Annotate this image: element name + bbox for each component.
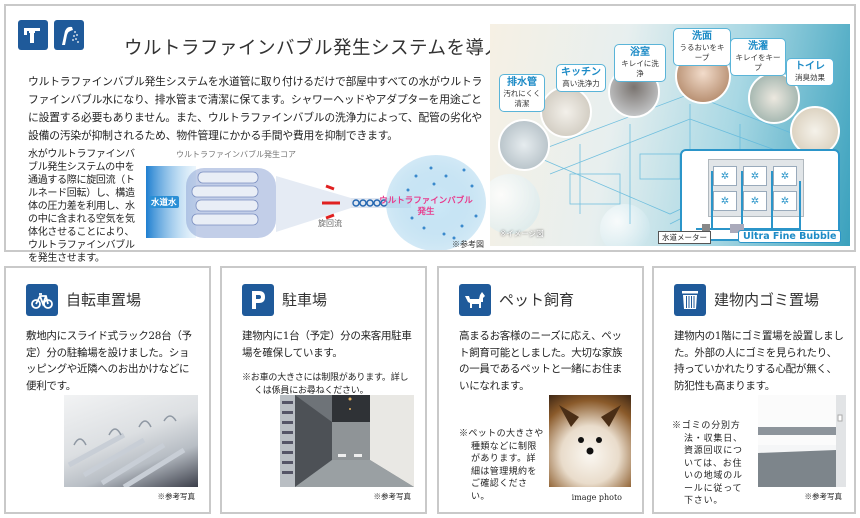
ultra-fine-bubble-tag: Ultra Fine Bubble (738, 230, 842, 243)
callout-toilet: トイレ 消臭効果 (786, 58, 834, 86)
card-body: 建物内に1台（予定）分の来客用駐車場を確保しています。 (242, 330, 412, 359)
card-title: 駐車場 (282, 291, 328, 309)
bicycle-parking-card: 自転車置場 敷地内にスライド式ラック28台（予定）分の駐輪場を設けました。ショッ… (4, 266, 211, 514)
card-note: ※ペットの大きさや種類などに制限があります。詳細は管理規約をご確認ください。 (459, 429, 544, 502)
card-title: 建物内ゴミ置場 (714, 291, 820, 309)
dog-icon (459, 284, 491, 316)
callout-washbasin: 洗面 うるおいをキープ (673, 28, 731, 66)
room-illustration: 排水管 汚れにくく 清潔 キッチン 高い洗浄力 浴室 キレイに洗浄 洗面 うるお… (490, 24, 850, 246)
parking-garage-photo (280, 395, 414, 487)
photo-caption: ※参考写真 (157, 492, 196, 501)
callout-kitchen: キッチン 高い洗浄力 (556, 64, 606, 92)
parking-card: 駐車場 建物内に1台（予定）分の来客用駐車場を確保しています。 ※お車の大きさに… (220, 266, 427, 514)
card-note: ※ゴミの分別方法・収集日、資源回収については、お住いの地域のルールに従って下さい… (672, 421, 743, 506)
card-note: ※お車の大きさには制限があります。詳しくは係員にお尋ねください。 (242, 373, 409, 396)
kitchen-photo (540, 86, 592, 138)
garbage-area-card: 建物内ゴミ置場 建物内の1階にゴミ置場を設置しました。外部の人にゴミを見られたり… (652, 266, 856, 514)
card-body: 敷地内にスライド式ラック28台（予定）分の駐輪場を設けました。ショッピングや近隣… (26, 330, 192, 392)
water-meter-label: 水道メーター (658, 231, 711, 244)
bubble-core-diagram: ウルトラファインバブル発生コア 水道水 旋回流 ウルトラファインバブル 発生 ※… (146, 146, 486, 250)
card-title: ペット飼育 (499, 291, 575, 309)
image-note: ※イメージ図 (500, 229, 544, 238)
faucet-icon (18, 20, 48, 50)
photo-caption: ※参考写真 (804, 492, 843, 501)
card-title: 自転車置場 (66, 291, 142, 309)
card-body: 建物内の1階にゴミ置場を設置しました。外部の人にゴミを見られたり、持っていかれた… (674, 330, 844, 392)
card-body: 高まるお客様のニーズに応え、ペット飼育可能としました。大切な家族の一員であるペッ… (459, 330, 623, 392)
mechanism-paragraph: 水がウルトラファインバブル発生システムの中を通過する際に旋回流（トルネード回転）… (28, 149, 135, 264)
parking-icon (242, 284, 274, 316)
drain-pipe-photo (498, 119, 550, 171)
garbage-room-photo (758, 395, 846, 487)
photo-caption: ※参考写真 (373, 492, 412, 501)
reference-note: ※参考図 (452, 240, 484, 249)
shower-icon (54, 20, 84, 50)
callout-bathroom: 浴室 キレイに洗浄 (614, 44, 666, 82)
section-title: ウルトラファインバブル発生システムを導入 (124, 38, 504, 59)
swirl-flow-label: 旋回流 (318, 219, 342, 228)
callout-drain-pipe: 排水管 汚れにくく 清潔 (499, 74, 545, 112)
callout-laundry: 洗濯 キレイをキープ (730, 38, 786, 76)
bubble-output-label: ウルトラファインバブル 発生 (379, 196, 473, 217)
photo-caption: image photo (571, 493, 622, 502)
trash-can-icon (674, 284, 706, 316)
bicycle-icon (26, 284, 58, 316)
dog-photo (549, 395, 631, 487)
intro-paragraph: ウルトラファインバブル発生システムを水道管に取り付けるだけで部屋中すべての水がウ… (28, 75, 483, 142)
ultra-fine-bubble-panel: ウルトラファインバブル発生システムを導入 ウルトラファインバブル発生システムを水… (4, 4, 856, 264)
tap-water-label: 水道水 (149, 196, 179, 208)
building-pipe-inset: ✲ ✲ ✲ ✲ ✲ ✲ (680, 149, 840, 241)
core-label: ウルトラファインバブル発生コア (176, 150, 296, 159)
bicycle-rack-photo (64, 395, 198, 487)
pet-card: ペット飼育 高まるお客様のニーズに応え、ペット飼育可能としました。大切な家族の一… (437, 266, 644, 514)
